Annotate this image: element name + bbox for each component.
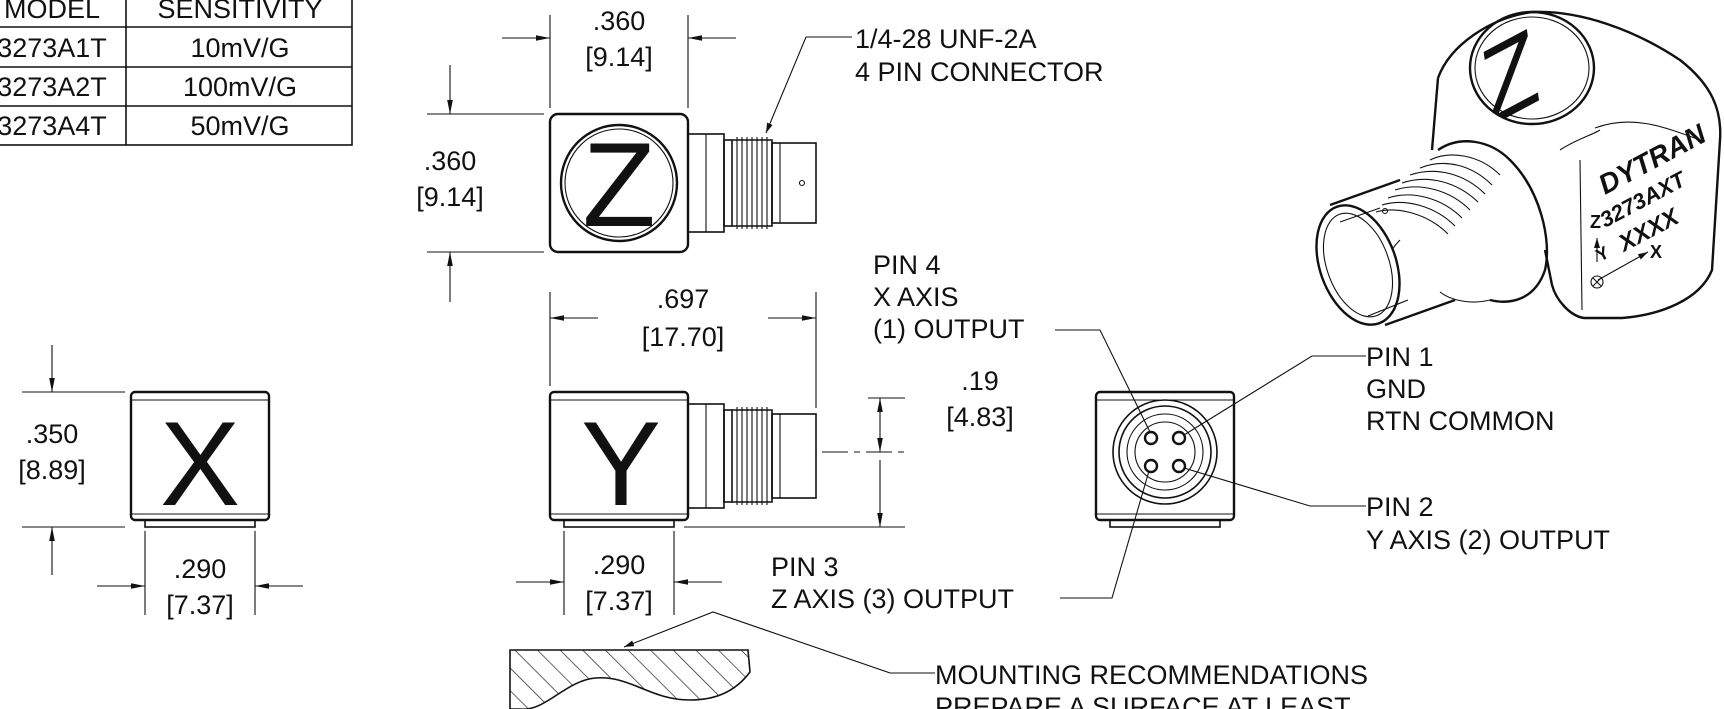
side-thread (736, 407, 768, 505)
table-cell-model: 3273A2T (0, 72, 107, 102)
pin1-label-line3: RTN COMMON (1366, 406, 1555, 436)
top-width-in: .360 (593, 6, 646, 36)
y-base-mm: [7.37] (585, 586, 653, 616)
top-height-mm: [9.14] (416, 182, 484, 212)
x-face-letter: X (160, 397, 240, 531)
side-view-x: X .350 [8.89] .290 [7.37] (18, 345, 303, 620)
x-height-mm: [8.89] (18, 455, 86, 485)
table-header-model: MODEL (4, 0, 100, 24)
pin2-label-line1: PIN 2 (1366, 492, 1434, 522)
iso-axis-y: Y (1592, 242, 1612, 265)
connector-spec-line1: 1/4-28 UNF-2A (855, 24, 1037, 54)
table-cell-sensitivity: 100mV/G (183, 72, 297, 102)
iso-axis-z: Z (1590, 212, 1601, 232)
connector-spec-line2: 4 PIN CONNECTOR (855, 57, 1104, 87)
table-cell-sensitivity: 50mV/G (190, 111, 289, 141)
iso-axis-x: X (1650, 242, 1662, 262)
table-header-sensitivity: SENSITIVITY (157, 0, 322, 24)
pin4-label-line2: X AXIS (873, 282, 959, 312)
pin4-label-line1: PIN 4 (873, 250, 941, 280)
pin-1-contact (1171, 430, 1187, 446)
pin1-label-line2: GND (1366, 374, 1426, 404)
pin1-label-line1: PIN 1 (1366, 342, 1434, 372)
pin3-label-line1: PIN 3 (771, 552, 839, 582)
pin2-label-line2: Y AXIS (2) OUTPUT (1366, 525, 1610, 555)
iso-top-letter: Z (1475, 4, 1545, 150)
y-length-mm: [17.70] (642, 322, 725, 352)
pin4-label-line3: (1) OUTPUT (873, 314, 1025, 344)
top-height-in: .360 (424, 146, 477, 176)
mounting-line2: PREPARE A SURFACE AT LEAST (935, 692, 1351, 709)
y-length-in: .697 (657, 284, 710, 314)
x-base-mm: [7.37] (166, 590, 234, 620)
y-face-letter: Y (581, 397, 661, 531)
table-cell-model: 3273A4T (0, 111, 107, 141)
table-cell-model: 3273A1T (0, 33, 107, 63)
pin-3-contact (1143, 458, 1159, 474)
pin3-label-line2: Z AXIS (3) OUTPUT (771, 584, 1014, 614)
pin-2-contact (1171, 458, 1187, 474)
x-base-in: .290 (174, 554, 227, 584)
mounting-section: MOUNTING RECOMMENDATIONS PREPARE A SURFA… (509, 611, 1368, 709)
side-view-y: Y .697 [17.70] .290 [7.37] (516, 284, 1014, 616)
top-face-letter: Z (582, 118, 655, 252)
top-thread (736, 137, 768, 229)
top-width-mm: [9.14] (585, 42, 653, 72)
connector-end-view (1055, 329, 1366, 599)
x-height-in: .350 (26, 419, 79, 449)
pin-labels: PIN 4 X AXIS (1) OUTPUT PIN 1 GND RTN CO… (771, 250, 1610, 614)
pin-4-contact (1143, 430, 1159, 446)
sensitivity-table: MODEL SENSITIVITY 3273A1T 10mV/G 3273A2T… (0, 0, 353, 146)
top-view: Z .360 [9.14] .360 [9.14] 1/4-28 UNF-2A (416, 6, 1104, 302)
y-offset-mm: [4.83] (946, 402, 1014, 432)
table-cell-sensitivity: 10mV/G (190, 33, 289, 63)
isometric-view: Z DYTRAN 3273AXT XXXX Z Y X (1315, 4, 1722, 327)
mounting-line1: MOUNTING RECOMMENDATIONS (935, 660, 1368, 690)
y-base-in: .290 (593, 550, 646, 580)
y-offset-in: .19 (961, 366, 999, 396)
